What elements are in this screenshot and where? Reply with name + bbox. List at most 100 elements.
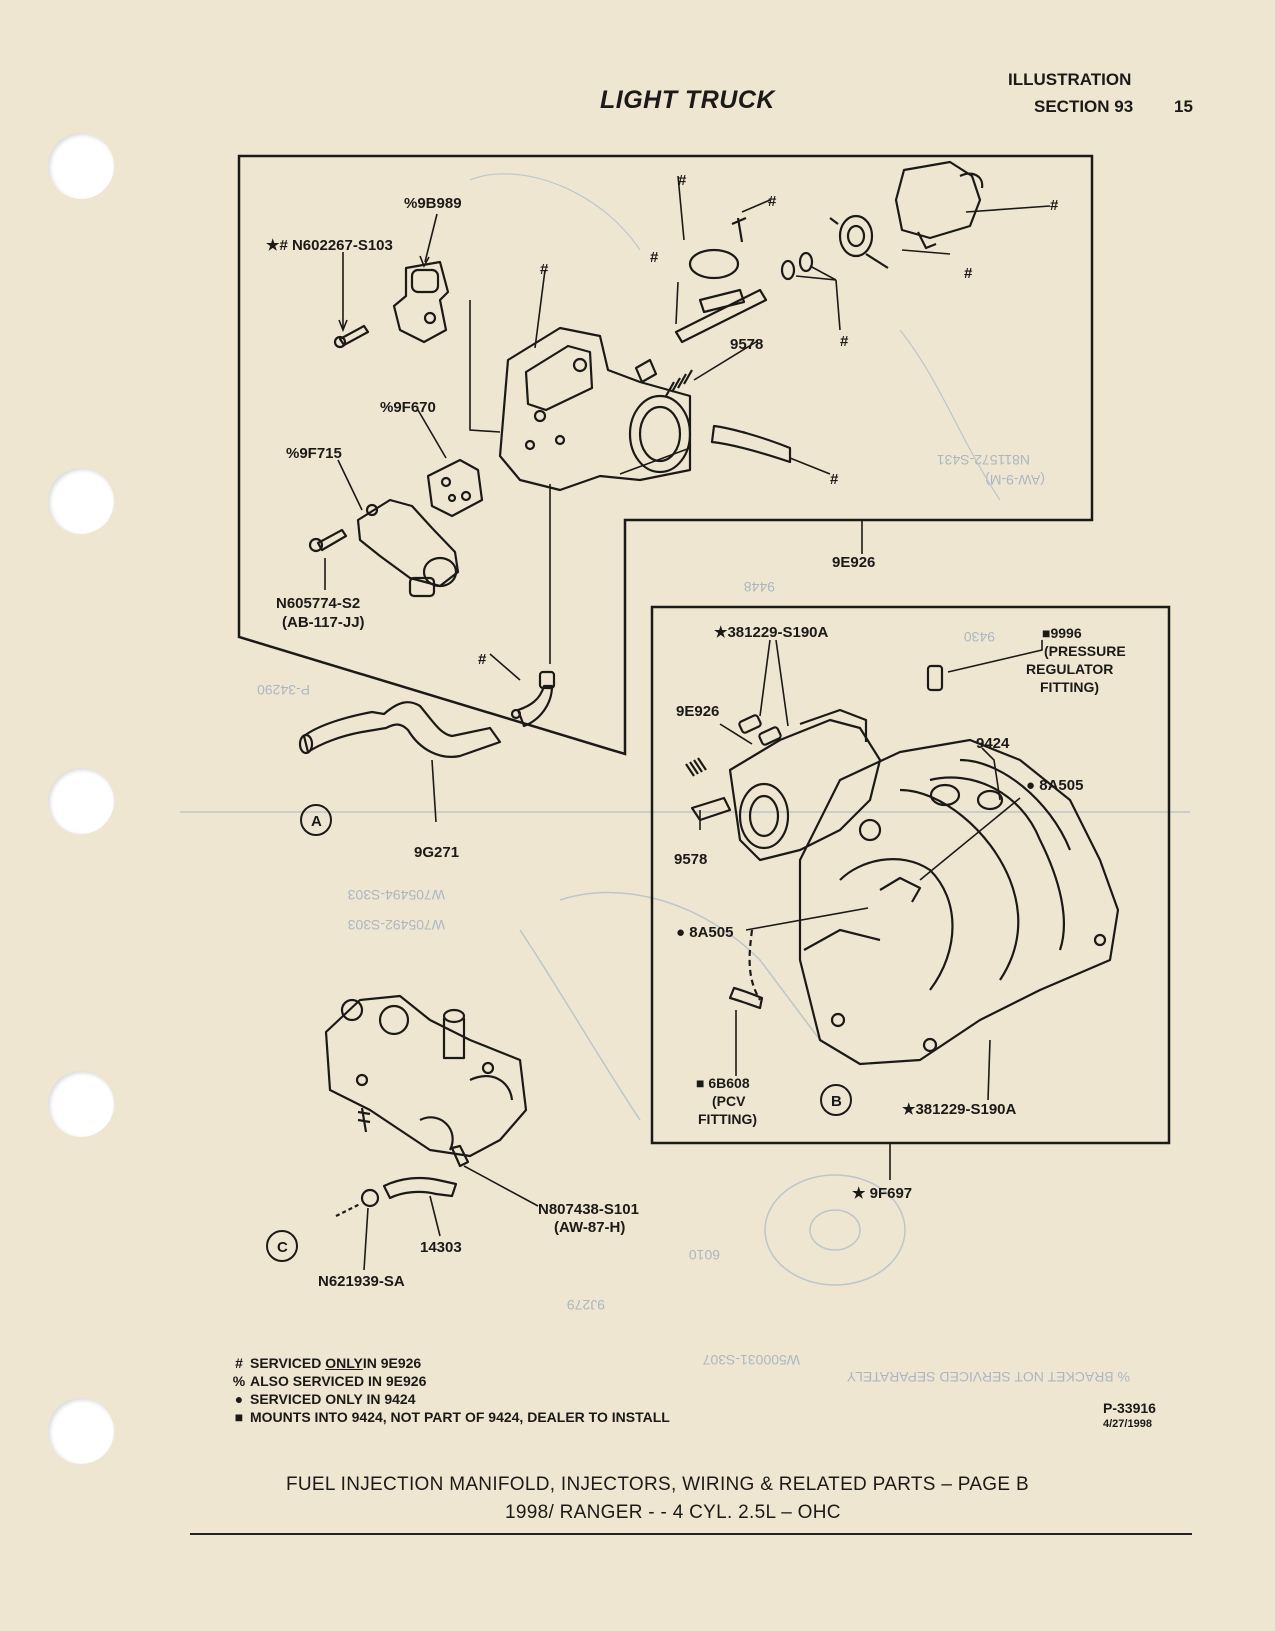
throttle-shaft [674, 288, 768, 344]
ghost-text-8: 6010 [689, 1247, 720, 1263]
view-a-circle [300, 804, 332, 836]
label-9996-l3: FITTING) [1040, 679, 1099, 695]
iac-gasket [426, 458, 484, 518]
legend-symbol-3: ● [234, 1391, 244, 1407]
ghost-text-9: 9J279 [567, 1297, 605, 1313]
view-a-boundary [237, 154, 1094, 756]
return-spring [829, 214, 889, 269]
footer-vehicle: 1998/ RANGER - - 4 CYL. 2.5L – OHC [505, 1502, 841, 1523]
marker-a7: # [840, 333, 849, 350]
throttle-body [498, 326, 692, 492]
binder-hole-5 [48, 1398, 114, 1464]
label-8a505-left: ● 8A505 [676, 924, 733, 941]
elbow-clip [510, 708, 522, 720]
label-9996: ■9996 [1042, 625, 1082, 641]
view-b-boundary [650, 605, 1171, 1145]
vent-tube-b [690, 796, 732, 822]
page-number: 15 [1174, 97, 1193, 116]
spring-9578-a [665, 369, 693, 397]
label-14303: 14303 [420, 1239, 462, 1256]
label-9f670: %9F670 [380, 399, 436, 416]
legend-row-1: # SERVICED ONLY IN 9E926 [232, 1354, 670, 1372]
drawing-number: P-33916 [1103, 1400, 1156, 1416]
label-6b608: ■ 6B608 [696, 1075, 750, 1091]
injector-2 [758, 726, 782, 746]
label-n807438: N807438-S101 [538, 1201, 639, 1218]
binder-hole-4 [48, 1071, 114, 1137]
legend-row-3: ● SERVICED ONLY IN 9424 [232, 1390, 670, 1408]
legend-symbol-2: % [232, 1373, 246, 1389]
marker-a1: # [678, 172, 687, 189]
marker-a4: # [650, 249, 659, 266]
ghost-pulley-hub [809, 1209, 861, 1251]
symbol-legend: # SERVICED ONLY IN 9E926 % ALSO SERVICED… [232, 1354, 670, 1426]
label-6b608-l1: (PCV [712, 1093, 746, 1109]
injector-1 [738, 714, 762, 734]
legend-symbol-1: # [235, 1355, 243, 1371]
view-c-leaders [363, 1165, 539, 1271]
page-title: LIGHT TRUCK [600, 86, 775, 114]
label-n605774-spec: (AB-117-JJ) [282, 614, 365, 631]
legend-row-2: % ALSO SERVICED IN 9E926 [232, 1372, 670, 1390]
footer-rule [190, 1533, 1192, 1535]
view-a-letter: A [311, 813, 322, 830]
throttle-plate [688, 248, 740, 280]
label-381229-bottom: ★381229-S190A [902, 1101, 1017, 1118]
legend-text-2: ALSO SERVICED IN 9E926 [250, 1373, 427, 1389]
hose-end [298, 733, 314, 755]
elbow-cap [538, 670, 556, 690]
hose-14303 [382, 1176, 458, 1200]
throttle-cover [894, 160, 984, 250]
fitting-n807438 [450, 1144, 470, 1168]
shaft-bracket [698, 288, 746, 314]
ghost-text-3: 9430 [964, 629, 995, 645]
legend-text-1-emph: ONLY [325, 1355, 363, 1371]
ghost-text-10: W500031-S307 [702, 1352, 800, 1368]
label-9578-a: 9578 [730, 336, 763, 353]
view-c-parts [324, 994, 528, 1217]
ghost-text-7: P-34290 [257, 682, 310, 698]
label-n807438-spec: (AW-87-H) [554, 1219, 625, 1236]
label-9578-b: 9578 [674, 851, 707, 868]
illustration-label: ILLUSTRATION [1008, 70, 1132, 89]
label-9996-l2: REGULATOR [1026, 661, 1113, 677]
idle-air-control-valve [356, 498, 460, 598]
view-b-letter: B [831, 1093, 842, 1110]
marker-a2: # [768, 193, 777, 210]
ghost-text-6: W705492-S303 [347, 917, 445, 933]
throttle-position-sensor [392, 260, 450, 344]
legend-symbol-4: ■ [234, 1409, 244, 1425]
wiring-bracket [879, 876, 922, 903]
binder-hole-1 [48, 133, 114, 199]
throttle-body-installed [728, 708, 882, 862]
footer-description: FUEL INJECTION MANIFOLD, INJECTORS, WIRI… [286, 1474, 1029, 1495]
binder-hole-2 [48, 468, 114, 534]
label-9f697: ★ 9F697 [852, 1185, 912, 1202]
marker-a9: # [478, 651, 487, 668]
spring-9578-b [685, 757, 707, 777]
bushing-1 [780, 259, 796, 281]
label-9e926-b: 9E926 [676, 703, 719, 720]
ghost-outline-1 [519, 891, 821, 1121]
view-a-parts [298, 160, 984, 758]
legend-text-4: MOUNTS INTO 9424, NOT PART OF 9424, DEAL… [250, 1409, 670, 1425]
pcv-hose-path [748, 929, 761, 1001]
drawing-date: 4/27/1998 [1103, 1418, 1152, 1430]
view-c-circle [266, 1230, 298, 1262]
ghost-text-4: 9448 [744, 579, 775, 595]
marker-a3: # [1050, 197, 1059, 214]
screw-head-n605774 [308, 537, 324, 553]
legend-text-1-pre: SERVICED [250, 1355, 322, 1371]
pressure-regulator-fitting [926, 664, 944, 692]
marker-a8: # [830, 471, 839, 488]
marker-a5: # [540, 261, 549, 278]
marker-a6: # [964, 265, 973, 282]
stud-c [357, 1107, 371, 1133]
elbow-connector [516, 684, 554, 728]
view-b-leaders [699, 639, 1043, 1180]
intake-manifold-9424 [798, 738, 1120, 1066]
screw-head-n602267 [333, 335, 347, 349]
label-9e926-a: 9E926 [832, 554, 875, 571]
